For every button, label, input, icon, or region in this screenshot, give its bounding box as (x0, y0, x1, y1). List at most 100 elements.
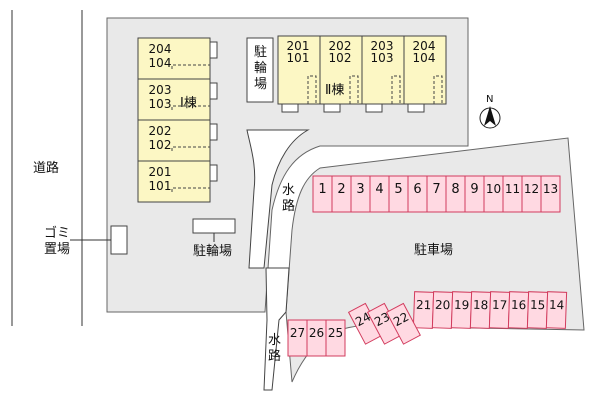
parking-space-number: 10 (486, 182, 501, 196)
balcony (365, 103, 383, 113)
parking-space-box (540, 175, 561, 213)
parking-space-number: 21 (416, 298, 432, 313)
parking-space-number: 15 (530, 298, 546, 313)
unit-number-upper: 201 (287, 39, 310, 53)
parking-space-number: 17 (492, 298, 508, 313)
parking-space-number: 5 (394, 182, 402, 197)
stair-outline (307, 75, 317, 104)
parking-space: 18 (469, 291, 492, 329)
parking-space-number: 20 (435, 298, 451, 313)
parking-space: 10 (483, 175, 504, 213)
parking-space-number: 25 (328, 326, 343, 340)
bike-parking-upper (246, 37, 274, 103)
parking-space-number: 3 (356, 182, 364, 197)
unit-number-upper: 204 (149, 42, 172, 56)
unit-number-lower: 103 (149, 97, 172, 111)
unit-number-upper: 203 (149, 83, 172, 97)
unit-number-upper: 202 (149, 124, 172, 138)
parking-space-number: 12 (524, 182, 539, 196)
north-label: N (486, 94, 493, 105)
building-2-label: Ⅱ棟 (325, 83, 344, 98)
parking-space: 17 (488, 291, 511, 329)
parking-space-number: 18 (473, 298, 489, 313)
balcony (323, 103, 341, 113)
parking-space: 2 (331, 175, 352, 213)
unit-number-lower: 102 (149, 138, 172, 152)
parking-space-number: 8 (451, 182, 459, 197)
parking-space-box (325, 319, 346, 357)
parking-space: 21 (412, 291, 435, 329)
unit-number-upper: 202 (329, 39, 352, 53)
garbage-label: ゴミ置場 (44, 225, 70, 257)
parking-space-number: 1 (318, 182, 326, 197)
parking-space: 13 (540, 175, 561, 213)
building-1-label: Ⅰ棟 (180, 96, 197, 111)
waterway-strip-upper (246, 129, 310, 269)
unit-number-lower: 104 (413, 51, 436, 65)
parking-space-number: 19 (454, 298, 470, 313)
unit-number-lower: 101 (287, 51, 310, 65)
waterway-strip-lower (263, 267, 290, 391)
road-label: 道路 (33, 160, 59, 176)
bike-parking-lower-label: 駐輪場 (193, 243, 232, 259)
parking-space: 15 (526, 291, 549, 329)
parking-space: 16 (507, 291, 530, 329)
parking-space-number: 13 (543, 182, 558, 196)
stair-outline (171, 187, 211, 192)
balcony (209, 123, 218, 141)
unit-number-lower: 104 (149, 56, 172, 70)
unit-number-upper: 201 (149, 165, 172, 179)
parking-space: 5 (388, 175, 409, 213)
stair-outline (349, 75, 359, 104)
balcony (209, 41, 218, 59)
parking-space: 1 (312, 175, 333, 213)
unit-block (361, 35, 405, 105)
parking-space: 20 (431, 291, 454, 329)
unit-number-lower: 103 (371, 51, 394, 65)
parking-space-number: 2 (337, 182, 345, 197)
parking-space-number: 26 (309, 326, 324, 340)
stair-outline (171, 105, 211, 110)
parking-space-number: 24 (353, 310, 373, 330)
parking-space: 6 (407, 175, 428, 213)
unit-block (137, 119, 211, 162)
parking-lot-label: 駐車場 (414, 243, 453, 258)
unit-number-upper: 204 (413, 39, 436, 53)
parking-space-number: 6 (413, 182, 421, 197)
parking-space: 25 (325, 319, 346, 357)
stair-outline (433, 75, 443, 104)
parking-space-number: 9 (470, 182, 478, 197)
parking-space: 23 (366, 302, 402, 345)
parking-space: 19 (450, 291, 473, 329)
parking-space: 8 (445, 175, 466, 213)
balcony (209, 164, 218, 182)
parking-space-number: 27 (290, 326, 305, 340)
parking-space-number: 16 (511, 298, 527, 313)
parking-space: 3 (350, 175, 371, 213)
parking-space: 14 (545, 291, 568, 329)
parking-space-box (385, 302, 421, 345)
parking-space-number: 11 (505, 182, 520, 196)
parking-space: 12 (521, 175, 542, 213)
garbage-station (110, 225, 128, 255)
compass-needle (484, 106, 496, 126)
unit-block (137, 78, 211, 121)
parking-space-number: 7 (432, 182, 440, 197)
parking-space: 9 (464, 175, 485, 213)
stair-outline (171, 64, 211, 69)
unit-number-lower: 102 (329, 51, 352, 65)
unit-block (277, 35, 321, 105)
waterway-label-lower: 水路 (268, 333, 281, 364)
stair-outline (391, 75, 401, 104)
parking-space-box (545, 291, 568, 329)
stair-outline (171, 146, 211, 151)
north-arrow: N (479, 94, 501, 129)
parking-space-number: 4 (375, 182, 383, 197)
parking-space: 4 (369, 175, 390, 213)
